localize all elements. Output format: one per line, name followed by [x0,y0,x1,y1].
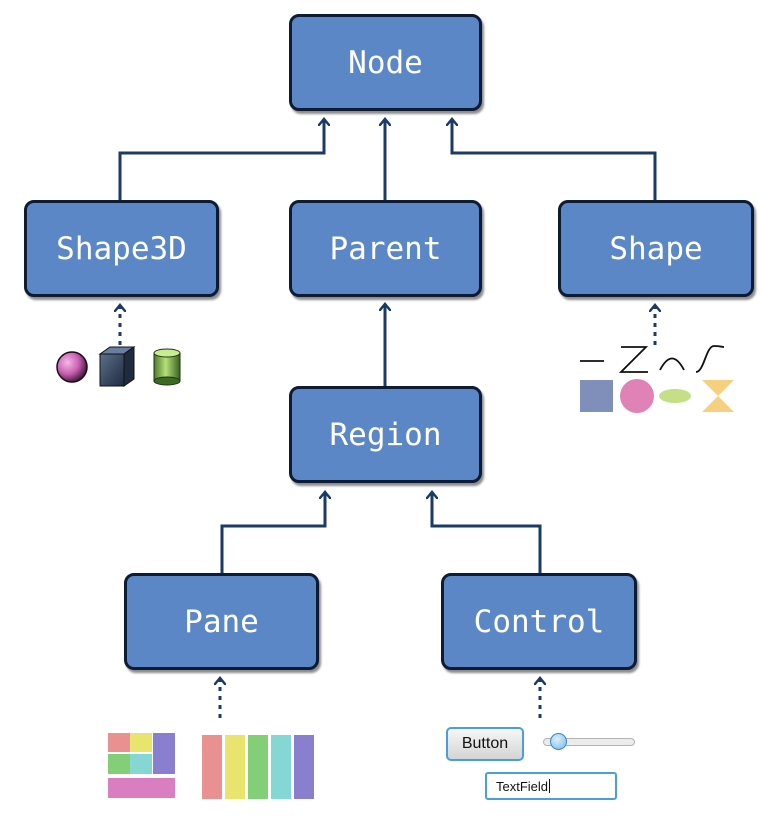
arrow-control-to-region [432,492,542,573]
node-box-region: Region [289,386,482,483]
parent-label: Parent [329,230,442,267]
node-box-shape3d: Shape3D [24,200,219,297]
region-label: Region [329,416,442,453]
node-box-control: Control [441,573,637,670]
control-label: Control [473,603,605,640]
node-label: Node [348,44,423,81]
text-cursor-icon [549,779,551,793]
example-slider-track[interactable] [543,738,635,746]
pane-label: Pane [184,603,259,640]
node-box-parent: Parent [289,200,482,297]
node-box-shape: Shape [558,200,754,297]
example-textfield[interactable]: TextField [485,772,617,800]
node-box-node: Node [289,14,482,111]
arrow-shape3d-to-node [118,119,324,200]
node-box-pane: Pane [124,573,319,670]
shape-label: Shape [609,230,703,267]
arrow-pane-to-region [220,492,325,573]
example-button[interactable]: Button [446,727,524,761]
example-slider-thumb[interactable] [550,733,567,750]
example-textfield-value: TextField [496,778,549,794]
example-button-label: Button [461,735,509,752]
arrow-shape-to-node [452,119,657,200]
shape3d-label: Shape3D [56,230,187,267]
